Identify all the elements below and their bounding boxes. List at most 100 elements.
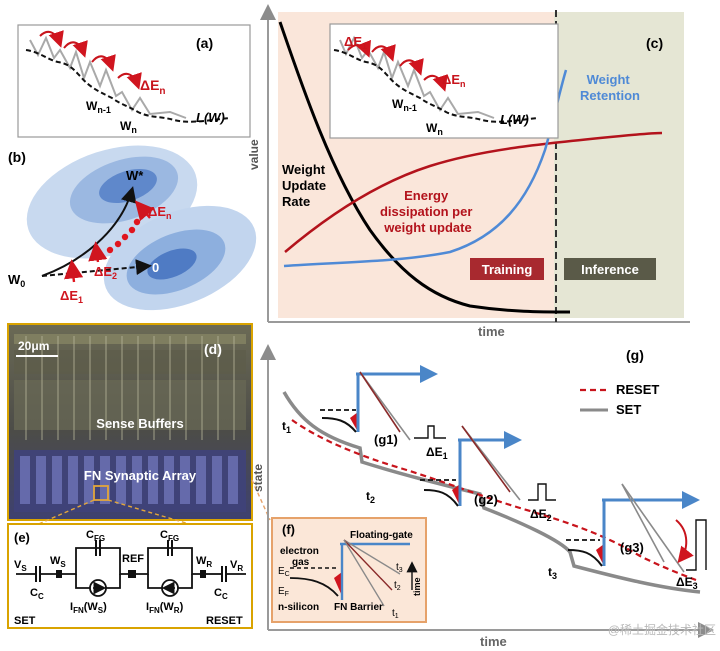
inset-w-prev-label: Wn-1 [392,97,417,113]
watermark: @稀土掘金技术社区 [608,622,716,637]
cfg-right-label: CFG [160,529,179,543]
hop-arrow [63,40,88,58]
g3-delta-label: ΔE3 [676,575,698,591]
step-dot [128,226,136,234]
panel-c: value time Weight Update Rate Energy dis… [247,4,690,339]
w-n-label: Wn [120,119,137,135]
panel-d: 20μm (d) Sense Buffers FN Synaptic Array [7,323,271,527]
f-band-edge [289,577,339,597]
energy-label: Energy dissipation per weight update [380,188,476,235]
band-diagram-g2 [420,425,556,507]
g3-label: (g3) [620,540,644,555]
inset-hop-arrow [347,39,371,58]
step-dot [133,218,141,226]
band-diagram-g1 [320,365,446,441]
t2-label: t2 [366,489,375,505]
wr-label: WR [196,555,212,569]
f-n-silicon-label: n-silicon [278,602,319,613]
zoom-line-right [107,499,197,527]
inset-loss-curve-label: L(W) [500,112,529,127]
panel-c-tag: (c) [646,35,663,51]
inset-delta-e-n-label: ΔEn [442,72,466,89]
scale-label: 20μm [18,339,49,353]
step-dot [114,240,122,248]
g-x-axis-label: time [480,634,507,649]
reset-label: RESET [206,615,243,627]
x-axis-label: time [478,324,505,339]
g-y-axis-label: state [251,464,265,492]
cc-right-label: CC [214,587,228,601]
delta-e-2-label: ΔE2 [94,264,117,281]
panel-a-tag: (a) [196,35,213,51]
inset-hop-arrow [371,44,396,62]
panel-f-frame [271,517,427,623]
energy-curve [284,131,663,253]
right-cell-wire [136,547,200,575]
ws-label: WS [50,555,66,569]
panel-f-tag: (f) [282,522,295,537]
hop-arrow [91,54,116,72]
inference-badge [564,258,656,280]
panel-g-tag: (g) [626,347,644,363]
cc-left-label: CC [30,587,44,601]
panel-g: state time (g) RESET SET t1 t2 t3 (g1) Δ… [251,344,716,649]
weight-update-rate-label: Weight Update Rate [282,162,330,209]
g1-delta-label: ΔE1 [426,445,448,461]
panel-d-tag: (d) [204,341,222,357]
inset-loss-curve [333,49,539,123]
band-diagram-g3 [566,483,707,573]
f-barrier-line [343,539,393,591]
g1-label: (g1) [374,432,398,447]
zigzag-path [29,35,187,119]
panel-f: (f) Floating-gate electron gas EC EF n-s… [271,517,427,623]
synaptic-array-label: FN Synaptic Array [84,468,197,483]
basin-lower-core [147,248,197,280]
set-label: SET [14,615,36,627]
step-dot [121,233,129,241]
panel-b: (b) W* W0 0 ΔEn ΔE2 ΔE1 [8,145,257,311]
w0-label: W0 [8,272,25,289]
step-dot [106,246,114,254]
delta-arrow-2 [88,241,108,263]
cfg-left-label: CFG [86,529,105,543]
g2-delta-label: ΔE2 [530,507,552,523]
ifn-right-label: IFN(WR) [146,601,184,615]
w-star-label: W* [126,168,144,183]
y-axis-label: value [247,139,261,170]
panel-e: (e) VS CC WS CFG REF CFG WR VR CC [7,523,253,629]
sense-buffers-label: Sense Buffers [96,416,183,431]
basin-upper-core [99,168,157,204]
direct-arrow [41,259,152,277]
zoom-line-left [33,499,95,527]
node [200,570,206,578]
training-label: Training [482,262,533,277]
panel-b-tag: (b) [8,149,26,165]
t3-label: t3 [548,565,557,581]
zoom-box [93,485,109,501]
weight-retention-label: Weight Retention [580,72,640,103]
inset-w-n-label: Wn [426,121,443,137]
loss-curve-label: L(W) [196,110,225,125]
chip-columns [25,336,235,440]
node [56,570,62,578]
ref-label: REF [122,553,144,565]
delta-arrow-n [134,200,155,222]
array-cells [20,456,238,504]
ref-node [128,570,136,578]
legend-set-label: SET [616,402,641,417]
f-time-label: time [412,577,422,596]
inset-hop-arrow [423,74,448,92]
panel-e-tag: (e) [14,530,30,545]
inset-delta-e-1-label: ΔE1 [344,34,367,51]
delta-e-n-label: ΔEn [140,77,166,97]
loss-curve [25,49,231,123]
hop-arrow [117,72,142,90]
panel-a: (a) ΔEn Wn-1 Wn L(W) [17,24,251,138]
left-cell-wire [62,547,132,575]
f-t2-label: t2 [394,580,401,592]
delta-arrow-1 [64,259,84,283]
vr-label: VR [230,559,243,573]
t1-label: t1 [282,419,291,435]
f-ef-label: EF [278,586,289,598]
